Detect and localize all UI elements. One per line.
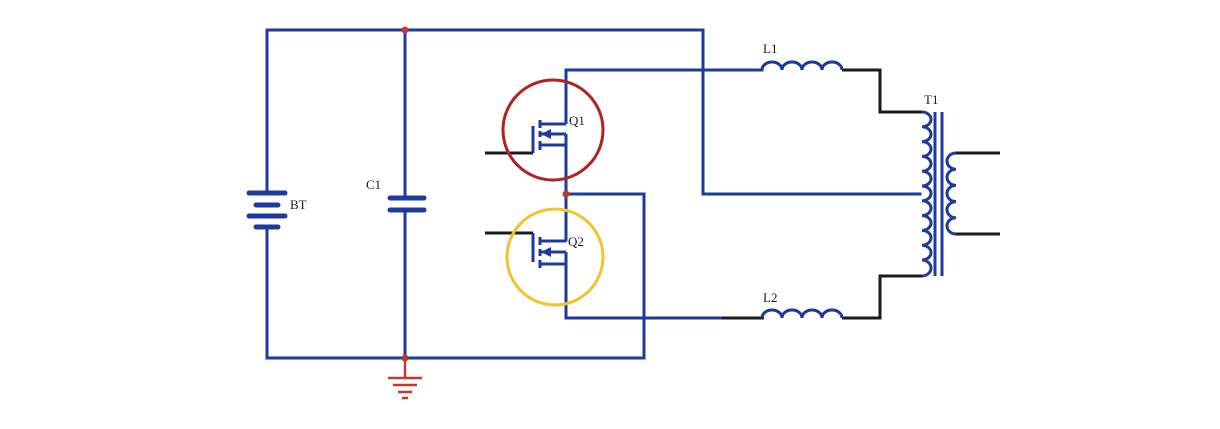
q1-label: Q1 xyxy=(569,113,585,128)
wire-top-rail xyxy=(265,28,922,196)
battery-bt: BT xyxy=(246,181,307,237)
primary-winding xyxy=(921,110,933,278)
inductor-l1: L1 xyxy=(760,41,844,71)
l2-label: L2 xyxy=(763,290,777,305)
mosfet-q1: Q1 xyxy=(501,78,605,182)
wire-bottom-rail xyxy=(265,192,646,360)
capacitor-label: C1 xyxy=(366,177,381,192)
battery-label: BT xyxy=(290,197,307,212)
l1-right-lead xyxy=(842,68,922,114)
junctions xyxy=(401,26,570,362)
wire-q1-drain xyxy=(564,68,764,114)
junction-dot xyxy=(562,190,570,198)
junction-dot xyxy=(401,26,409,34)
t1-label: T1 xyxy=(924,92,938,107)
inductor-l2: L2 xyxy=(760,290,844,319)
secondary-winding xyxy=(945,151,957,236)
wire-q2-source xyxy=(564,266,724,320)
q2-label: Q2 xyxy=(568,234,584,249)
l1-label: L1 xyxy=(763,41,777,56)
wiring xyxy=(265,28,922,360)
transformer-t1: T1 xyxy=(921,92,957,278)
ground-symbol xyxy=(388,358,422,400)
q2-highlight-circle xyxy=(505,207,605,307)
mosfet-q2: Q2 xyxy=(505,207,605,307)
q1-highlight-circle xyxy=(501,78,605,182)
l2-right-lead xyxy=(842,274,922,320)
capacitor-c1: C1 xyxy=(366,177,427,213)
